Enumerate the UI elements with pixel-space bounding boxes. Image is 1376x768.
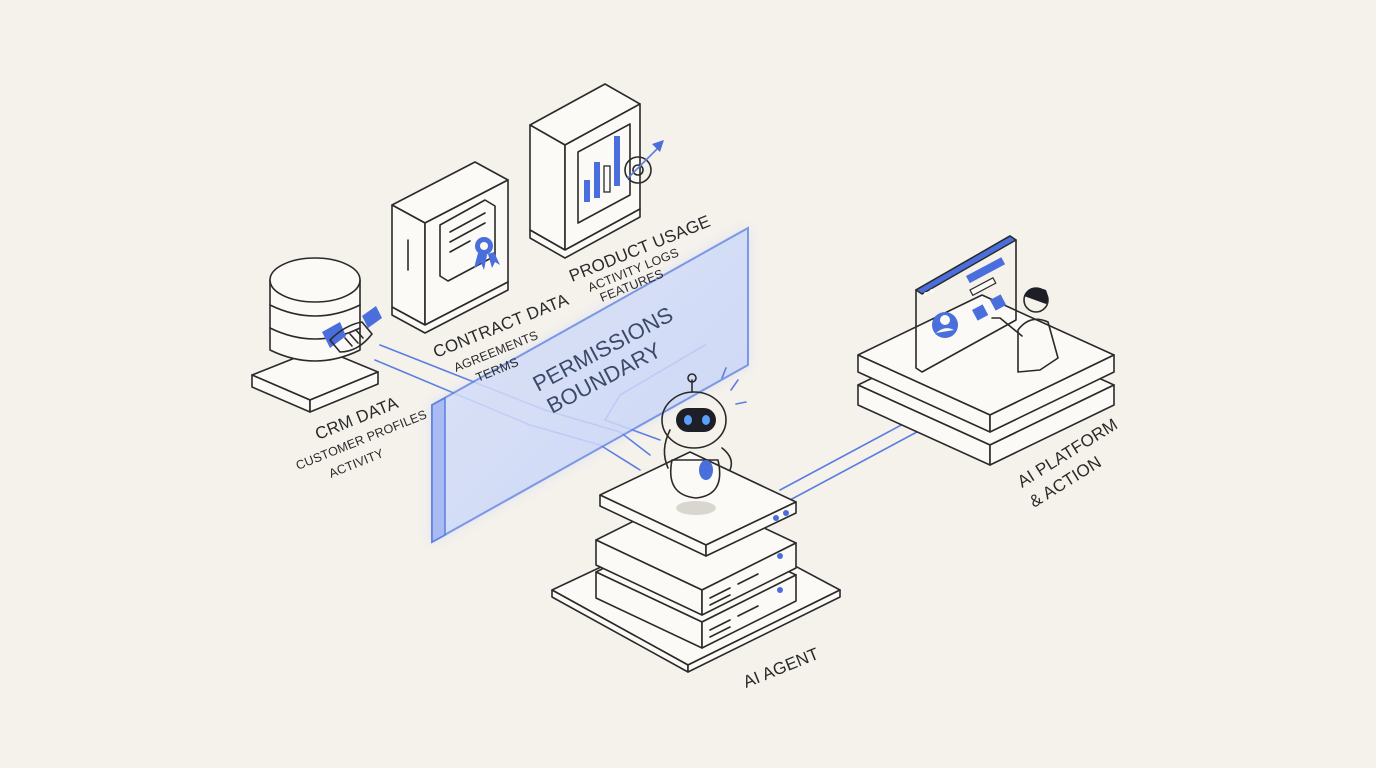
ai-platform-node: AI PLATFORM & ACTION xyxy=(857,235,1121,511)
certificate-document-icon xyxy=(439,199,500,282)
web-screen-icon xyxy=(914,235,1018,373)
handshake-icon xyxy=(322,306,382,353)
person-icon xyxy=(991,287,1059,373)
permissions-boundary-panel: PERMISSIONS BOUNDARY xyxy=(431,226,749,544)
gear-arrow-icon xyxy=(624,140,664,184)
bar-chart-icon xyxy=(584,136,620,202)
agent-title: AI AGENT xyxy=(740,644,821,692)
robot-icon xyxy=(661,367,747,515)
ai-agent-node: AI AGENT xyxy=(551,367,841,692)
